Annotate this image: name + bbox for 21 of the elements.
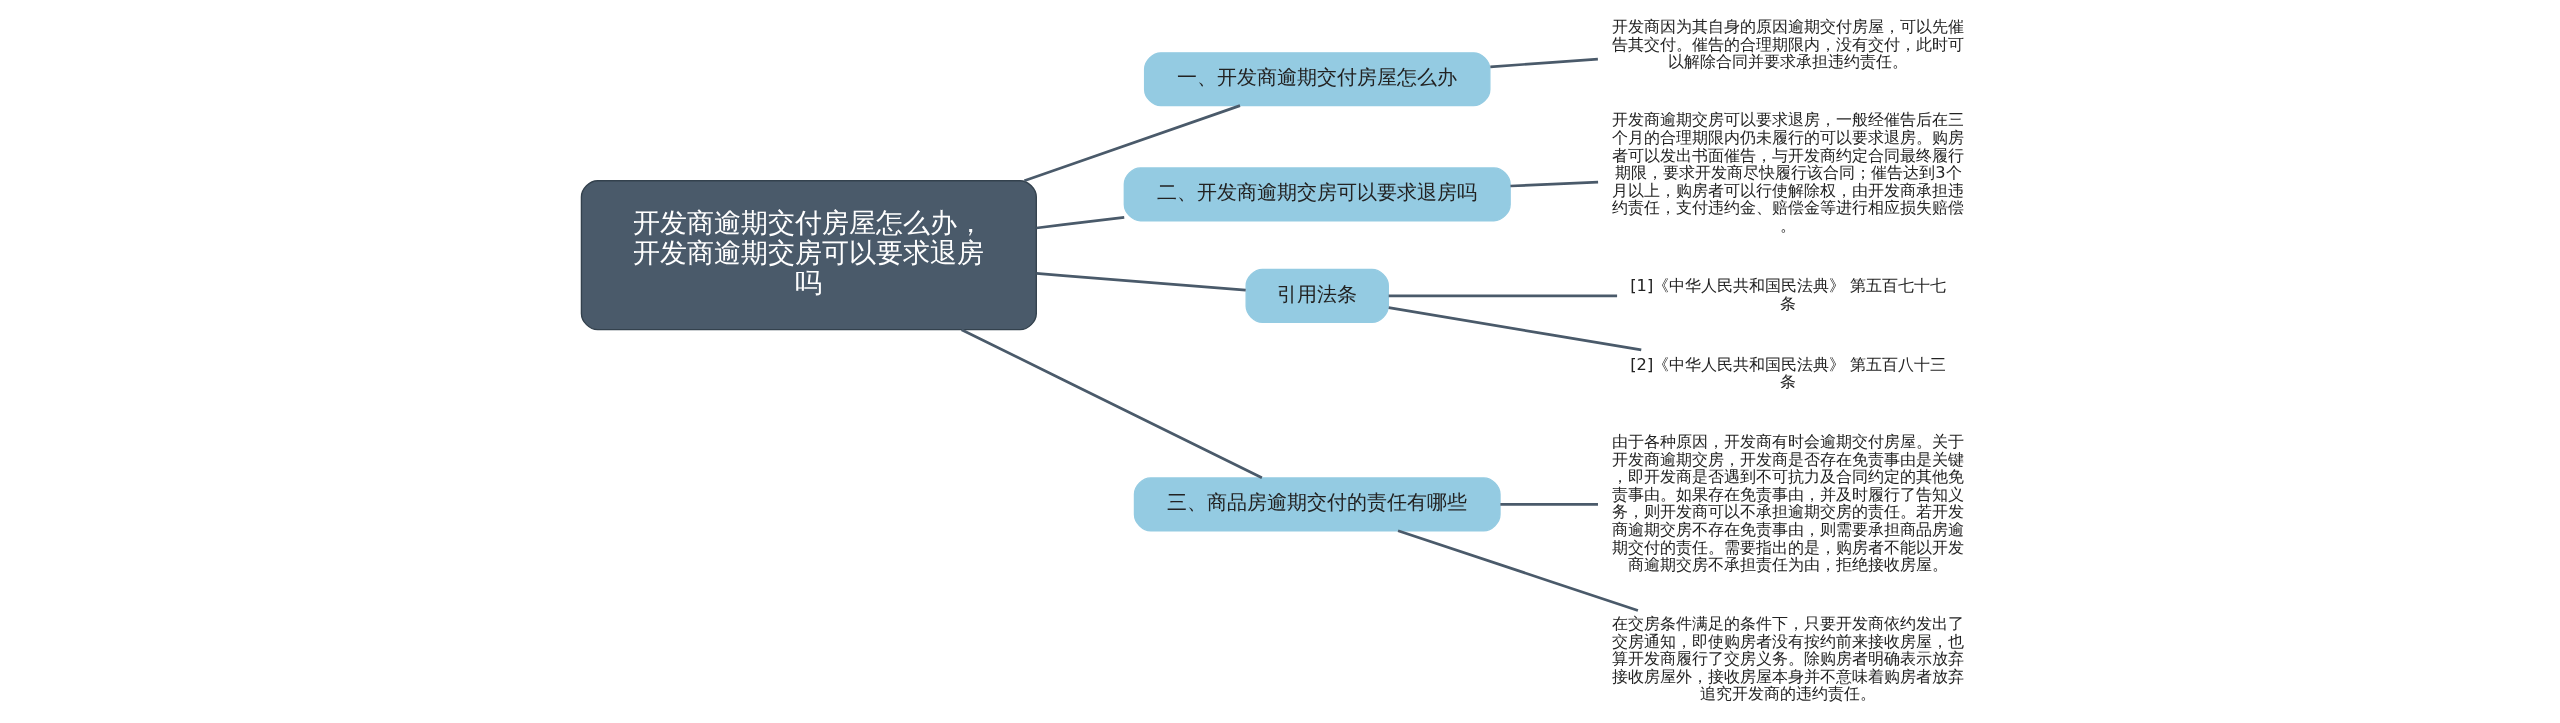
connector <box>1397 529 1639 612</box>
connector <box>961 328 1263 479</box>
node-box: 引用法条 <box>1245 268 1389 323</box>
connector <box>1036 272 1246 292</box>
node-box: 一、开发商逾期交付房屋怎么办 <box>1143 52 1491 107</box>
node-box: 三、商品房逾期交付的责任有哪些 <box>1133 477 1501 532</box>
node-box: 二、开发商逾期交房可以要求退房吗 <box>1123 167 1511 222</box>
node-text: 开发商逾期交房可以要求退房，一般经催告后在三个月的合理期限内仍未履行的可以要求退房。购房者可以发出书面催告，与开发商约定合同最终履行期限，要求开发商尽快履行该合同；催告达到3个月以上，购房者可以行使解除权，由开发商承担违约责任，支付违约金、赔偿金等进行相应损失赔偿。 <box>1612 110 1965 235</box>
connector <box>1388 294 1618 298</box>
node-text: 在交房条件满足的条件下，只要开发商依约发出了交房通知，即使购房者没有按约前来接收房屋，也算开发商履行了交房义务。除购房者明确表示放弃接收房屋外，接收房屋本身并不意味着购房者放弃追究开发商的违约责任。 <box>1612 614 1965 704</box>
node-text: [1]《中华人民共和国民法典》 第五百七十七条 <box>1630 276 1947 313</box>
connector <box>1500 502 1598 506</box>
connector <box>1510 180 1599 188</box>
node-text: 开发商因为其自身的原因逾期交付房屋，可以先催告其交付。催告的合理期限内，没有交付，此时可以解除合同并要求承担违约责任。 <box>1612 16 1965 72</box>
connector <box>1490 57 1598 69</box>
connector <box>1023 104 1241 182</box>
node-text: [2]《中华人民共和国民法典》 第五百八十三条 <box>1630 354 1947 392</box>
node-text: 由于各种原因，开发商有时会逾期交付房屋。关于开发商逾期交房，开发商是否存在免责事由是关键，即开发商是否遇到不可抗力及合同约定的其他免责事由。如果存在免责事由，并及时履行了告知义务，则开发商可以不承担逾期交房的责任。若开发商逾期交房不存在免责事由，则需要承担商品房逾期交付的责任。需要指出的是，购房者不能以开发商逾期交房不承担责任为由，拒绝接收房屋。 <box>1612 431 1965 575</box>
connector <box>1388 306 1642 352</box>
node-box: 开发商逾期交付房屋怎么办，开发商逾期交房可以要求退房吗 <box>580 180 1037 331</box>
connector <box>1036 216 1125 230</box>
